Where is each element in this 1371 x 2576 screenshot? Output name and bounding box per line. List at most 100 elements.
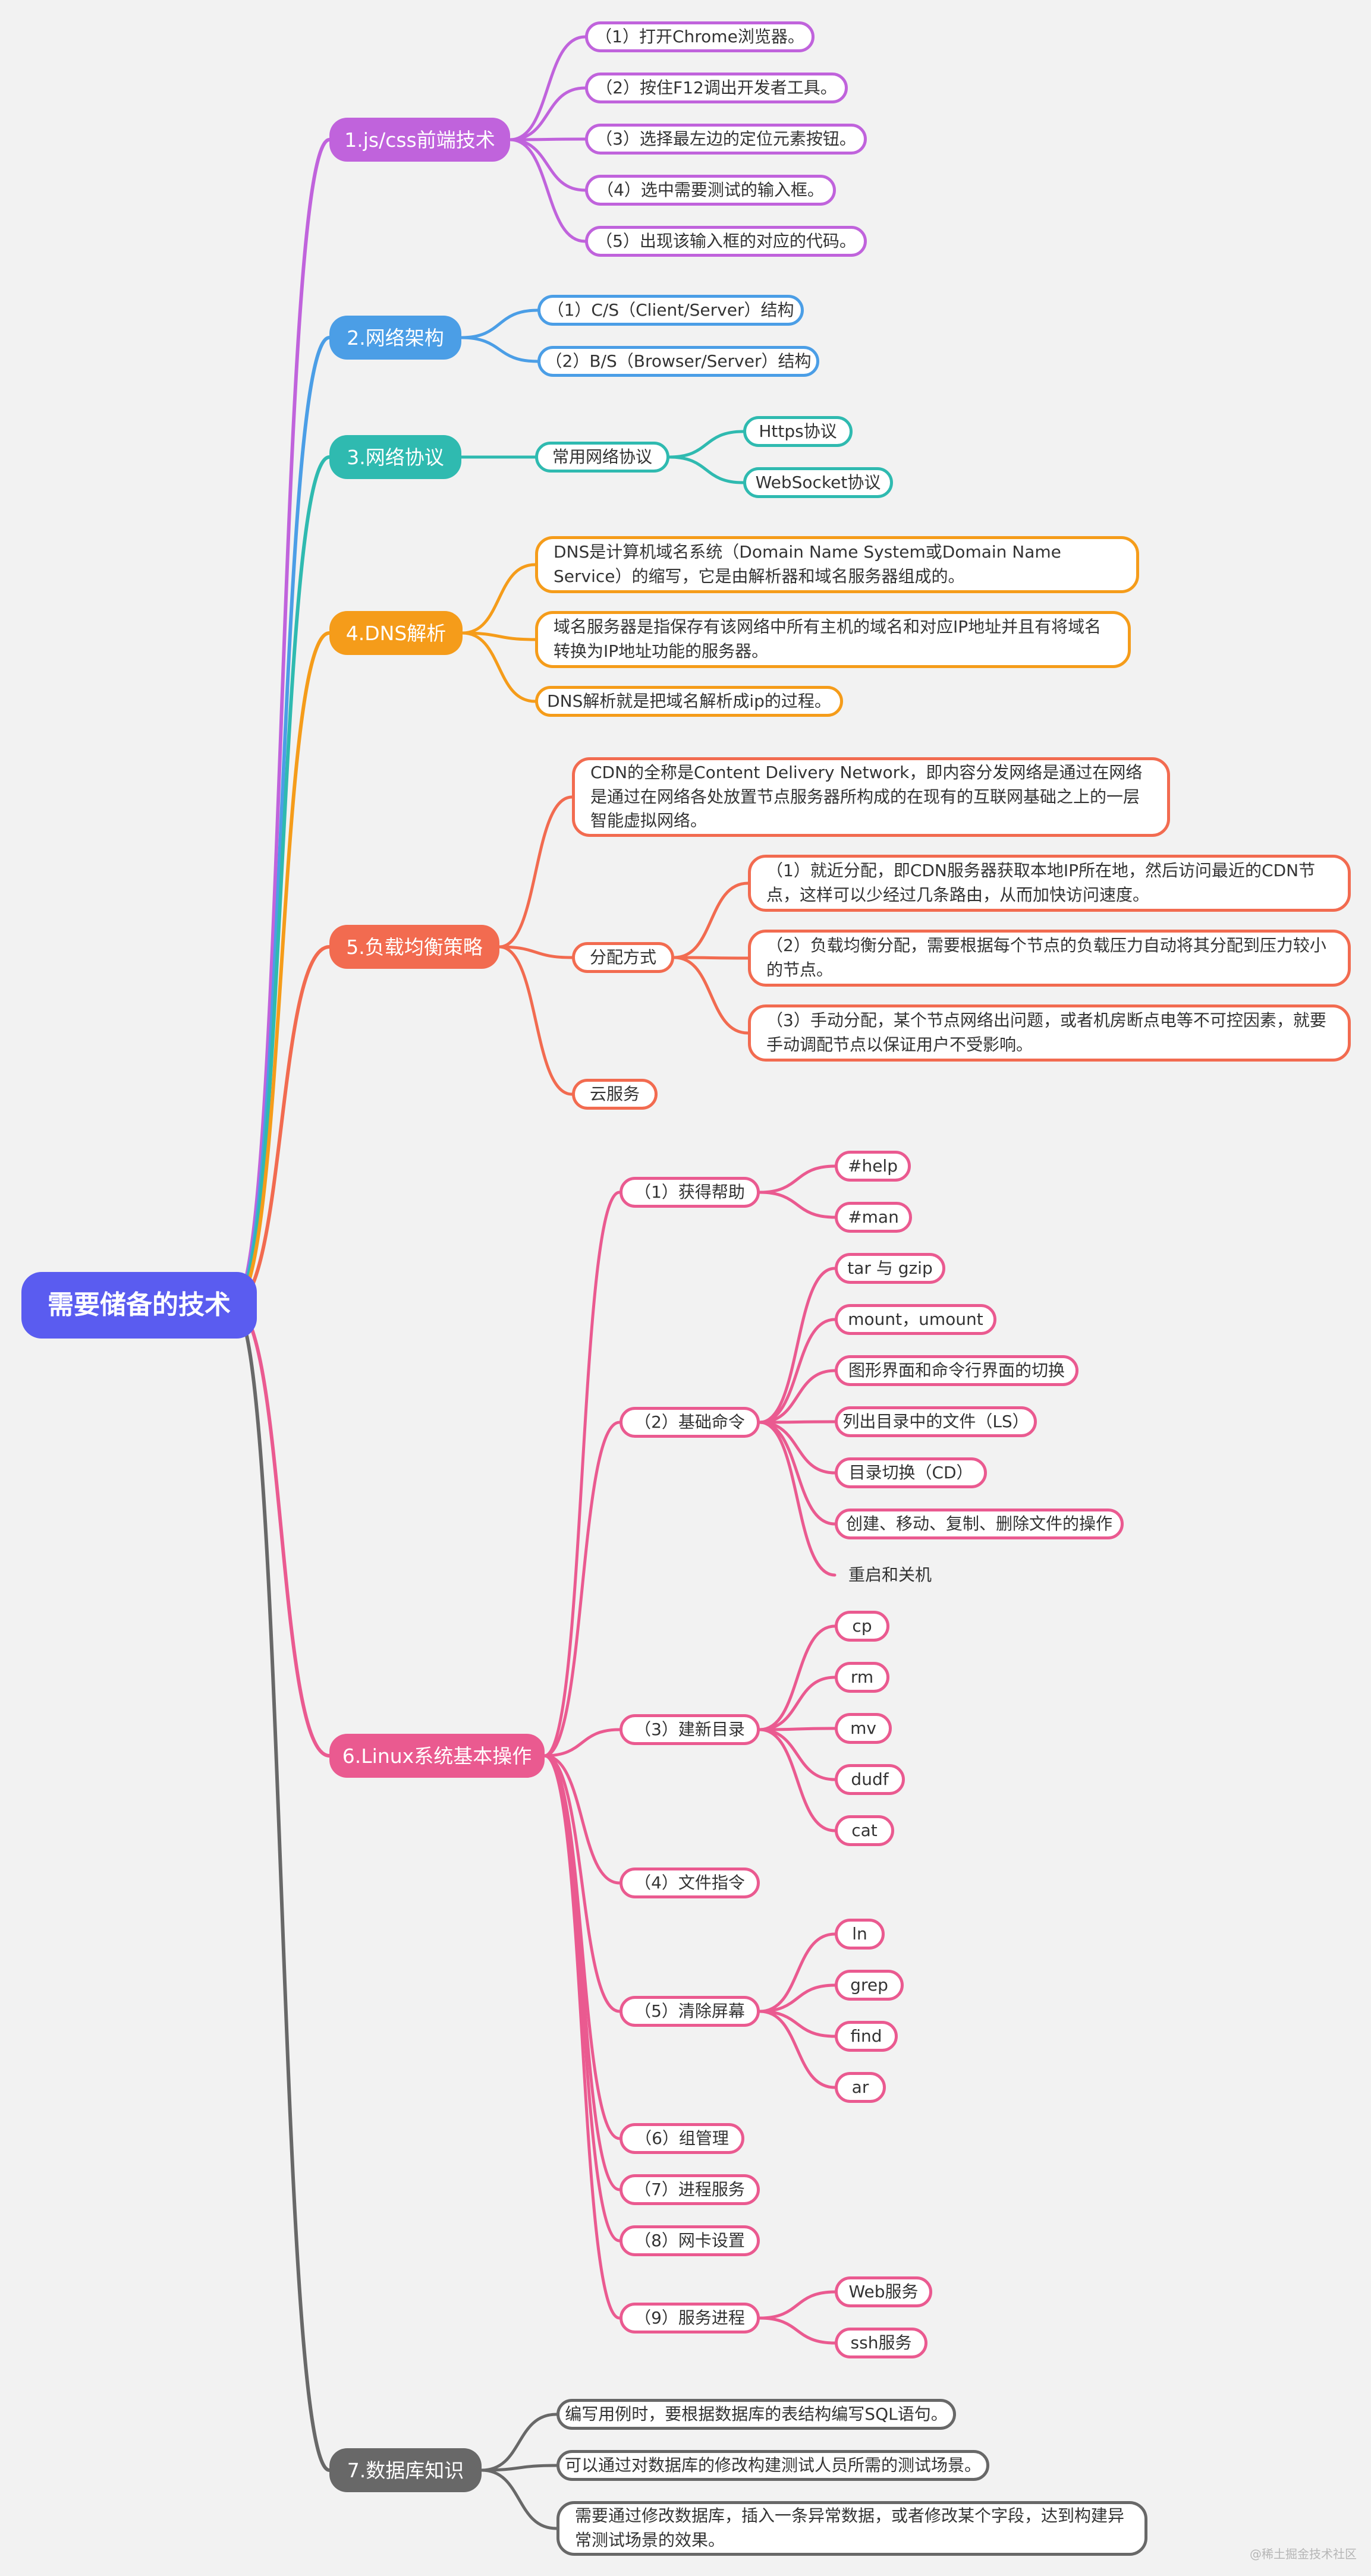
branch-network-architecture[interactable]: 2.网络架构: [329, 316, 461, 360]
cmd-reboot-shutdown[interactable]: 重启和关机: [848, 1565, 932, 1585]
connector: [758, 1421, 837, 1526]
linux-group-management[interactable]: （6）组管理: [620, 2123, 744, 2154]
connector: [480, 2413, 558, 2472]
branch-dns[interactable]: 4.DNS解析: [329, 611, 463, 655]
db-abnormal-data[interactable]: 需要通过修改数据库，插入一条异常数据，或者修改某个字段，达到构建异常测试场景的效…: [556, 2501, 1147, 2556]
linux-process-service[interactable]: （7）进程服务: [620, 2174, 760, 2205]
cmd-cp[interactable]: cp: [835, 1611, 889, 1642]
branch-frontend[interactable]: 1.js/css前端技术: [329, 118, 510, 162]
connector: [508, 138, 587, 192]
distribution-load[interactable]: （2）负载均衡分配，需要根据每个节点的负载压力自动将其分配到压力较小的节点。: [748, 930, 1351, 987]
connector: [543, 1754, 621, 2013]
connector: [460, 336, 539, 363]
connector: [758, 2010, 837, 2038]
connector: [543, 1191, 621, 1758]
connector: [508, 137, 587, 141]
cmd-cat[interactable]: cat: [835, 1815, 894, 1846]
root-connector: [231, 945, 331, 1307]
connector: [758, 2290, 837, 2320]
linux-basic-commands[interactable]: （2）基础命令: [620, 1407, 760, 1438]
connector: [498, 945, 574, 1096]
ssh-service[interactable]: ssh服务: [835, 2328, 927, 2358]
connector: [758, 2010, 837, 2089]
cloud-service[interactable]: 云服务: [572, 1079, 658, 1110]
frontend-step-3[interactable]: （3）选择最左边的定位元素按钮。: [585, 124, 867, 155]
cmd-help[interactable]: #help: [835, 1151, 911, 1182]
distribution-manual[interactable]: （3）手动分配，某个节点网络出问题，或者机房断点电等不可控因素，就要手动调配节点…: [748, 1004, 1351, 1062]
cmd-grep[interactable]: grep: [835, 1970, 904, 2001]
linux-clear-screen[interactable]: （5）清除屏幕: [620, 1996, 760, 2027]
root-connector: [231, 455, 331, 1307]
cmd-tar-gzip[interactable]: tar 与 gzip: [835, 1253, 945, 1284]
cmd-ar[interactable]: ar: [835, 2072, 886, 2103]
frontend-step-1[interactable]: （1）打开Chrome浏览器。: [585, 21, 815, 52]
connector: [508, 138, 587, 243]
root-connector: [231, 1303, 331, 2472]
connector: [758, 1191, 837, 1219]
db-test-scenarios[interactable]: 可以通过对数据库的修改构建测试人员所需的测试场景。: [556, 2450, 989, 2481]
connector: [668, 430, 745, 459]
root-connector: [231, 1303, 331, 1758]
linux-network-card[interactable]: （8）网卡设置: [620, 2225, 760, 2256]
https-protocol[interactable]: Https协议: [743, 416, 853, 447]
cmd-rm[interactable]: rm: [835, 1662, 889, 1693]
frontend-step-2[interactable]: （2）按住F12调出开发者工具。: [585, 73, 848, 103]
connector: [508, 86, 587, 141]
cdn-definition[interactable]: CDN的全称是Content Delivery Network，即内容分发网络是…: [572, 757, 1170, 837]
websocket-protocol[interactable]: WebSocket协议: [743, 467, 893, 498]
connector: [543, 1728, 621, 1758]
cmd-file-operations[interactable]: 创建、移动、复制、删除文件的操作: [835, 1509, 1124, 1539]
web-service[interactable]: Web服务: [835, 2276, 932, 2307]
connector: [480, 2464, 558, 2472]
connector: [758, 2316, 837, 2345]
connector: [460, 308, 539, 339]
cmd-dudf[interactable]: dudf: [835, 1764, 905, 1795]
branch-network-protocol[interactable]: 3.网络协议: [329, 435, 461, 479]
frontend-step-5[interactable]: （5）出现该输入框的对应的代码。: [585, 226, 867, 257]
connector: [508, 35, 587, 141]
distribution-nearest[interactable]: （1）就近分配，即CDN服务器获取本地IP所在地，然后访问最近的CDN节点，这样…: [748, 855, 1351, 912]
branch-database[interactable]: 7.数据库知识: [329, 2448, 482, 2492]
connector: [543, 1754, 621, 2320]
linux-make-directory[interactable]: （3）建新目录: [620, 1714, 760, 1745]
common-protocols[interactable]: 常用网络协议: [535, 442, 669, 473]
connector: [668, 455, 745, 484]
root-connector: [231, 631, 331, 1307]
connector: [758, 1932, 837, 2013]
cs-architecture[interactable]: （1）C/S（Client/Server）结构: [537, 295, 804, 326]
branch-load-balancing[interactable]: 5.负载均衡策略: [329, 925, 499, 969]
cmd-cd[interactable]: 目录切换（CD）: [835, 1457, 987, 1488]
root-topic[interactable]: 需要储备的技术: [21, 1272, 257, 1339]
connector: [758, 1624, 837, 1731]
connector: [498, 795, 574, 949]
connector: [758, 1369, 837, 1424]
connector: [672, 881, 750, 959]
cmd-ln[interactable]: ln: [835, 1919, 885, 1950]
cmd-mount-umount[interactable]: mount，umount: [835, 1304, 996, 1335]
bs-architecture[interactable]: （2）B/S（Browser/Server）结构: [537, 346, 819, 377]
frontend-step-4[interactable]: （4）选中需要测试的输入框。: [585, 175, 836, 206]
cmd-find[interactable]: find: [835, 2021, 898, 2052]
connector: [461, 631, 537, 703]
connector: [758, 1164, 837, 1194]
connector: [543, 1421, 621, 1758]
branch-linux[interactable]: 6.Linux系统基本操作: [329, 1734, 545, 1778]
connector: [758, 1676, 837, 1731]
watermark: @稀土掘金技术社区: [1250, 2547, 1357, 2561]
cmd-man[interactable]: #man: [835, 1202, 912, 1233]
dns-server-definition[interactable]: 域名服务器是指保存有该网络中所有主机的域名和对应IP地址并且有将域名转换为IP地…: [535, 611, 1131, 668]
linux-get-help[interactable]: （1）获得帮助: [620, 1177, 760, 1208]
linux-file-commands[interactable]: （4）文件指令: [620, 1868, 760, 1898]
connector: [543, 1754, 621, 1885]
distribution-method[interactable]: 分配方式: [572, 942, 674, 973]
cmd-mv[interactable]: mv: [835, 1713, 892, 1744]
dns-resolution[interactable]: DNS解析就是把域名解析成ip的过程。: [535, 686, 843, 717]
cmd-ls[interactable]: 列出目录中的文件（LS）: [835, 1406, 1037, 1437]
db-sql-statements[interactable]: 编写用例时，要根据数据库的表结构编写SQL语句。: [556, 2399, 956, 2430]
dns-definition[interactable]: DNS是计算机域名系统（Domain Name System或Domain Na…: [535, 536, 1139, 593]
connector: [461, 563, 537, 635]
linux-service-process[interactable]: （9）服务进程: [620, 2303, 760, 2333]
cmd-gui-cli-switch[interactable]: 图形界面和命令行界面的切换: [835, 1355, 1078, 1386]
connector: [758, 1421, 837, 1577]
